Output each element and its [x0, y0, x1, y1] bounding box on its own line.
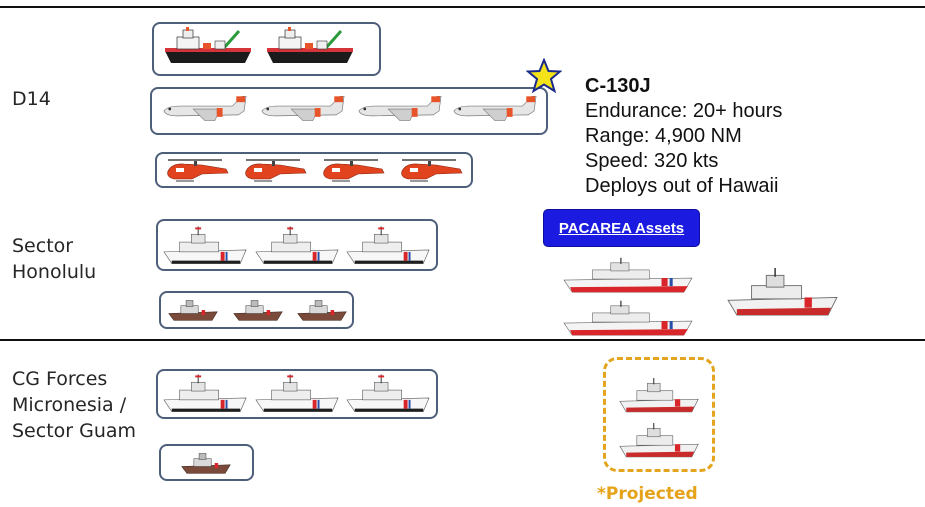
region-label-d14: D14 [12, 88, 51, 110]
c130-title: C-130J [585, 75, 651, 97]
c130-aircraft-icon [160, 93, 248, 127]
c130-aircraft-icon [355, 93, 443, 127]
top-divider [0, 6, 925, 8]
c130-speed: Speed: 320 kts [585, 150, 719, 172]
response-boat-icon [232, 296, 284, 324]
offshore-patrol-cutter-icon [612, 378, 704, 414]
fast-response-cutter-icon [254, 226, 342, 266]
response-boat-icon [296, 296, 348, 324]
fast-response-cutter-icon [162, 226, 250, 266]
mh65-helicopter-icon [318, 157, 388, 183]
response-boat-icon [180, 449, 232, 477]
fast-response-cutter-icon [254, 374, 342, 414]
projected-assets-group [603, 357, 715, 472]
buoy-tender-icon [162, 27, 254, 67]
fast-response-cutter-icon [162, 374, 250, 414]
national-security-cutter-icon [562, 257, 694, 295]
response-boat-icon [167, 296, 219, 324]
national-security-cutter-icon [722, 268, 840, 318]
mh65-helicopter-icon [240, 157, 310, 183]
star-icon [526, 58, 562, 94]
c130-range: Range: 4,900 NM [585, 125, 742, 147]
pacarea-assets-button[interactable]: PACAREA Assets [543, 209, 700, 247]
middle-divider [0, 339, 925, 341]
projected-label: *Projected [597, 484, 698, 504]
national-security-cutter-icon [562, 300, 694, 338]
fast-response-cutter-icon [345, 226, 433, 266]
c130-endurance: Endurance: 20+ hours [585, 100, 783, 122]
region-label-sector-honolulu: Sector Honolulu [12, 235, 97, 283]
c130-aircraft-icon [258, 93, 346, 127]
c130-deploys: Deploys out of Hawaii [585, 175, 779, 197]
mh65-helicopter-icon [162, 157, 232, 183]
mh65-helicopter-icon [396, 157, 466, 183]
offshore-patrol-cutter-icon [612, 423, 704, 459]
c130-specs: C-130J Endurance: 20+ hours Range: 4,900… [585, 74, 782, 199]
fast-response-cutter-icon [345, 374, 433, 414]
buoy-tender-icon [264, 27, 356, 67]
region-label-cg-forces-guam: CG Forces Micronesia / Sector Guam [12, 368, 137, 442]
c130-aircraft-icon [450, 93, 538, 127]
